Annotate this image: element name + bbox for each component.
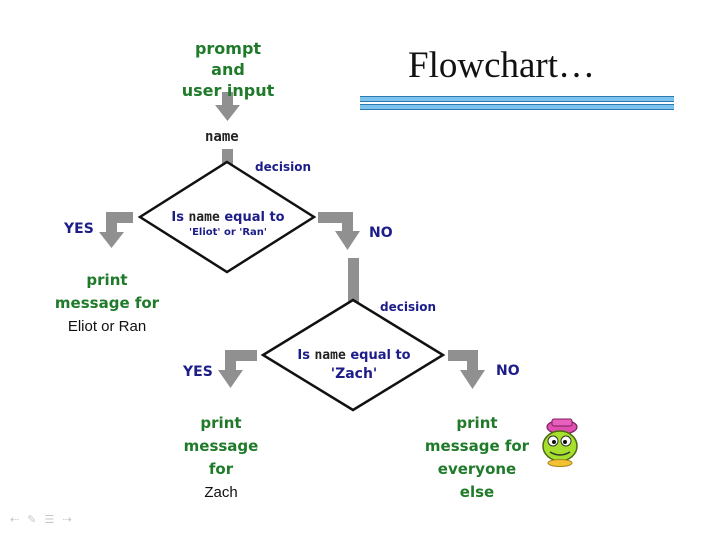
output2-line1: print — [200, 414, 242, 432]
decision-diamond-1 — [137, 160, 317, 274]
yes-label-1: YES — [64, 221, 94, 237]
decision-label-1: decision — [255, 160, 311, 174]
decision1-options: 'Eliot' or 'Ran' — [189, 227, 267, 238]
title-underline-top — [360, 96, 674, 102]
decision2-pre: Is — [297, 348, 310, 363]
decision1-pre: Is — [171, 210, 184, 225]
decision-diamond-2 — [260, 298, 446, 412]
output1-line3: Eliot or Ran — [67, 318, 147, 335]
next-arrow-icon[interactable]: ⇢ — [62, 513, 80, 526]
slide-nav-controls: ⇠✎☰⇢ — [10, 513, 80, 526]
decision2-var: name — [314, 348, 346, 363]
output-everyone-else: print message for everyone else — [420, 412, 534, 504]
output1-line2: message for — [54, 294, 160, 312]
variable-name-label: name — [205, 129, 239, 145]
no-label-2: NO — [496, 363, 520, 379]
decision1-post: equal to — [224, 210, 285, 225]
decision2-post: equal to — [350, 348, 411, 363]
arrow-decision1-yes — [99, 212, 133, 248]
output-eliot-or-ran: print message for Eliot or Ran — [54, 269, 160, 338]
arrow-prompt-to-name — [215, 92, 240, 121]
output3-line3: everyone else — [437, 460, 517, 501]
start-label-line2: user input — [181, 81, 275, 100]
output3-line2: message for — [424, 437, 530, 455]
arrow-decision2-no — [448, 350, 485, 389]
menu-icon[interactable]: ☰ — [44, 513, 63, 526]
output-zach: print message for Zach — [170, 412, 272, 504]
output1-line1: print — [86, 271, 128, 289]
output2-line3: Zach — [204, 484, 238, 501]
start-label-line1: prompt and — [194, 39, 262, 79]
decision2-option: 'Zach' — [330, 366, 378, 382]
slide-title: Flowchart… — [408, 45, 596, 86]
start-label: prompt and user input — [180, 38, 276, 101]
decision2-question: Is name equal to 'Zach' — [287, 348, 421, 382]
cartoon-character-icon — [542, 418, 578, 467]
output3-line1: print — [456, 414, 498, 432]
output2-line2: message for — [183, 437, 259, 478]
arrow-decision2-yes — [218, 350, 257, 388]
decision1-var: name — [188, 210, 220, 225]
decision1-question: Is name equal to 'Eliot' or 'Ran' — [162, 210, 294, 238]
no-label-1: NO — [369, 225, 393, 241]
pen-icon[interactable]: ✎ — [27, 513, 45, 526]
title-underline-bottom — [360, 104, 674, 110]
yes-label-2: YES — [183, 364, 213, 380]
prev-arrow-icon[interactable]: ⇠ — [10, 513, 28, 526]
arrow-decision1-no — [318, 212, 360, 250]
decision-label-2: decision — [380, 300, 436, 314]
